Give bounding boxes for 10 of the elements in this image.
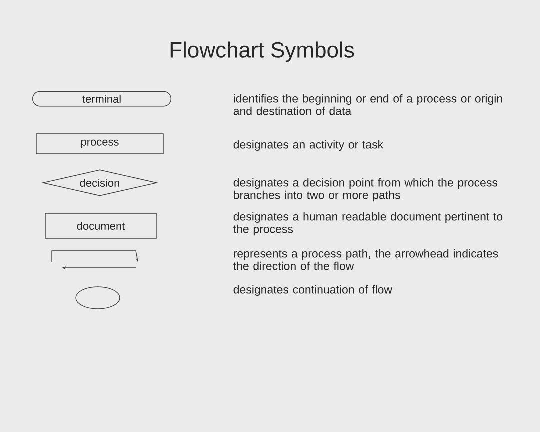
process-box: document [45,213,157,239]
description: identifies the beginning or end of a process or origin and destination of data [234,94,502,116]
description: designates an activity or task [234,140,384,152]
title: Flowchart Symbols [170,42,354,62]
connector-circle [76,286,120,310]
description: designates a decision point from which the process branches into two or more paths [234,178,498,202]
description: designates continuation of flow [234,285,393,296]
process-box: process [36,134,164,154]
description: represents a process path, the arrowhead indicates the direction of the flow [234,249,498,270]
description: designates a human readable document pertinent to the process [234,212,503,236]
